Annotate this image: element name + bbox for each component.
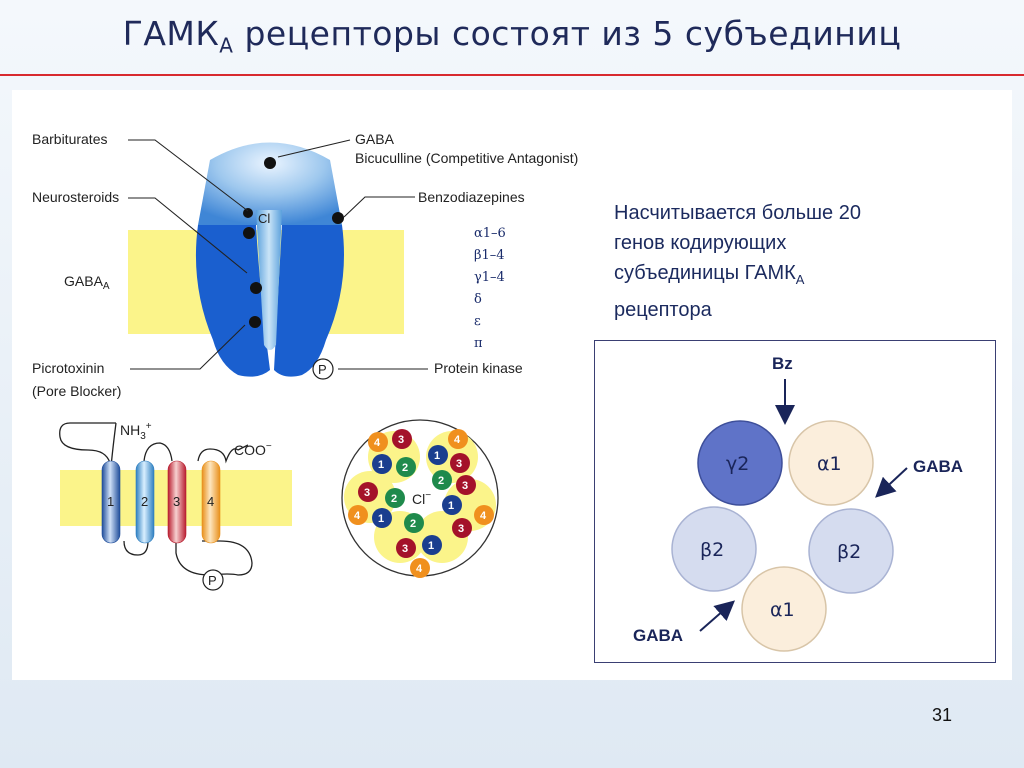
picrotoxinin-label: Picrotoxinin: [32, 360, 104, 376]
family-item: π: [474, 336, 483, 351]
svg-text:2: 2: [438, 475, 444, 487]
helix-number: 2: [141, 494, 148, 509]
svg-text:3: 3: [458, 523, 464, 535]
svg-text:2: 2: [402, 462, 408, 474]
topology-phospho-site: [202, 569, 224, 591]
cl-ion-label: Cl: [258, 211, 270, 226]
note-line: рецептора: [614, 299, 712, 321]
svg-text:1: 1: [428, 540, 434, 552]
pore-blocker-label: (Pore Blocker): [32, 383, 121, 399]
note-line: генов кодирующих: [614, 232, 787, 254]
family-item: ε: [474, 314, 481, 329]
slide-title: ГАМКA рецепторы состоят из 5 субъединиц: [0, 14, 1024, 58]
svg-text:3: 3: [364, 487, 370, 499]
subunit-beta2-right: [808, 508, 894, 594]
helix-number: 3: [173, 494, 180, 509]
family-item: δ: [474, 292, 482, 307]
svg-text:3: 3: [456, 458, 462, 470]
phosphorylation-site: [312, 358, 334, 380]
helix-number: 4: [207, 494, 214, 509]
family-item: γ1–4: [474, 270, 505, 285]
receptor-figure: Cl P Barbiturates GABA Bicuculline (Comp…: [32, 131, 578, 591]
svg-text:1: 1: [378, 459, 384, 471]
gaba-binding-site: [264, 157, 276, 169]
subunit-alpha1-top: [788, 420, 874, 506]
subunit-arrangement-box: γ2 α1 β2 β2 α1 Bz GABA GABA: [594, 340, 996, 663]
nh3-terminus-label: NH3+: [120, 421, 152, 442]
svg-text:1: 1: [448, 500, 454, 512]
bicuculline-label: Bicuculline (Competitive Antagonist): [355, 150, 578, 166]
barbiturate-site: [243, 208, 253, 218]
receptor-body: [195, 142, 344, 377]
subunit-beta2-left: [671, 506, 757, 592]
title-subscript: A: [219, 33, 234, 58]
gene-count-note: Насчитывается больше 20 генов кодирующих…: [614, 198, 914, 325]
helix-number: 1: [107, 494, 114, 509]
svg-text:2: 2: [391, 493, 397, 505]
gaba-site-label: GABA: [355, 131, 395, 147]
title-main: ГАМК: [122, 14, 220, 53]
subunit-label: β2: [700, 539, 724, 561]
neurosteroids-label: Neurosteroids: [32, 189, 119, 205]
family-item: β1–4: [474, 248, 505, 263]
barbiturates-label: Barbiturates: [32, 131, 107, 147]
subunit-label: γ2: [726, 453, 749, 475]
pore-cl-label: Cl−: [412, 490, 431, 507]
gaba-bottom-arrow: [699, 600, 736, 632]
svg-text:4: 4: [454, 434, 461, 446]
title-rest: рецепторы состоят из 5 субъединиц: [233, 14, 902, 53]
subunit-arrangement-diagram: γ2 α1 β2 β2 α1 Bz GABA GABA: [633, 354, 963, 652]
subunit-label: β2: [837, 541, 861, 563]
gaba-bottom-label: GABA: [633, 626, 683, 645]
svg-text:2: 2: [410, 518, 416, 530]
protein-kinase-label: Protein kinase: [434, 360, 523, 376]
pore-top-view: Cl− 4 3 4 1 1 3 2 3 1 2 4 3 2 1 4 1 2 3 …: [341, 419, 499, 578]
svg-text:4: 4: [354, 510, 361, 522]
svg-text:4: 4: [480, 510, 487, 522]
neurosteroid-site: [243, 227, 255, 239]
leader-lines: [128, 139, 428, 370]
note-line: субъединицы ГАМКA: [614, 262, 805, 287]
coo-terminus-label: COO−: [234, 441, 272, 458]
subunit-alpha1-bottom: [741, 566, 827, 652]
gaba-right-arrow: [875, 467, 908, 498]
subunit-topology: 1 2 3 4 NH3+ COO− P: [59, 421, 292, 591]
svg-text:1: 1: [434, 450, 440, 462]
subunit-label: α1: [817, 453, 842, 475]
svg-text:3: 3: [398, 434, 404, 446]
note-line: Насчитывается больше 20: [614, 202, 861, 224]
pore-tm-domains: 4 3 4 1 1 3 2 3 1 2 4 3 2 1 4 1 2 3 3 1 …: [348, 429, 494, 578]
page-number: 31: [932, 705, 953, 725]
subunit-label: α1: [770, 599, 795, 621]
title-underline: [0, 74, 1024, 76]
benzodiazepine-site: [332, 212, 344, 224]
family-item: α1–6: [474, 226, 506, 241]
phosphorylation-p-label: P: [318, 362, 327, 377]
bz-label: Bz: [772, 354, 793, 373]
picrotoxinin-site: [249, 316, 261, 328]
site-4: [250, 282, 262, 294]
subunit-families-list: α1–6 β1–4 γ1–4 δ ε π: [474, 226, 506, 351]
svg-text:3: 3: [402, 543, 408, 555]
subunit-gamma2: [697, 420, 783, 506]
benzodiazepines-label: Benzodiazepines: [418, 189, 525, 205]
gaba-right-label: GABA: [913, 457, 963, 476]
svg-text:4: 4: [416, 563, 423, 575]
gaba-a-label: GABAA: [64, 273, 110, 292]
svg-text:1: 1: [378, 513, 384, 525]
svg-text:4: 4: [374, 437, 381, 449]
topology-p-label: P: [208, 573, 217, 588]
svg-text:3: 3: [462, 480, 468, 492]
